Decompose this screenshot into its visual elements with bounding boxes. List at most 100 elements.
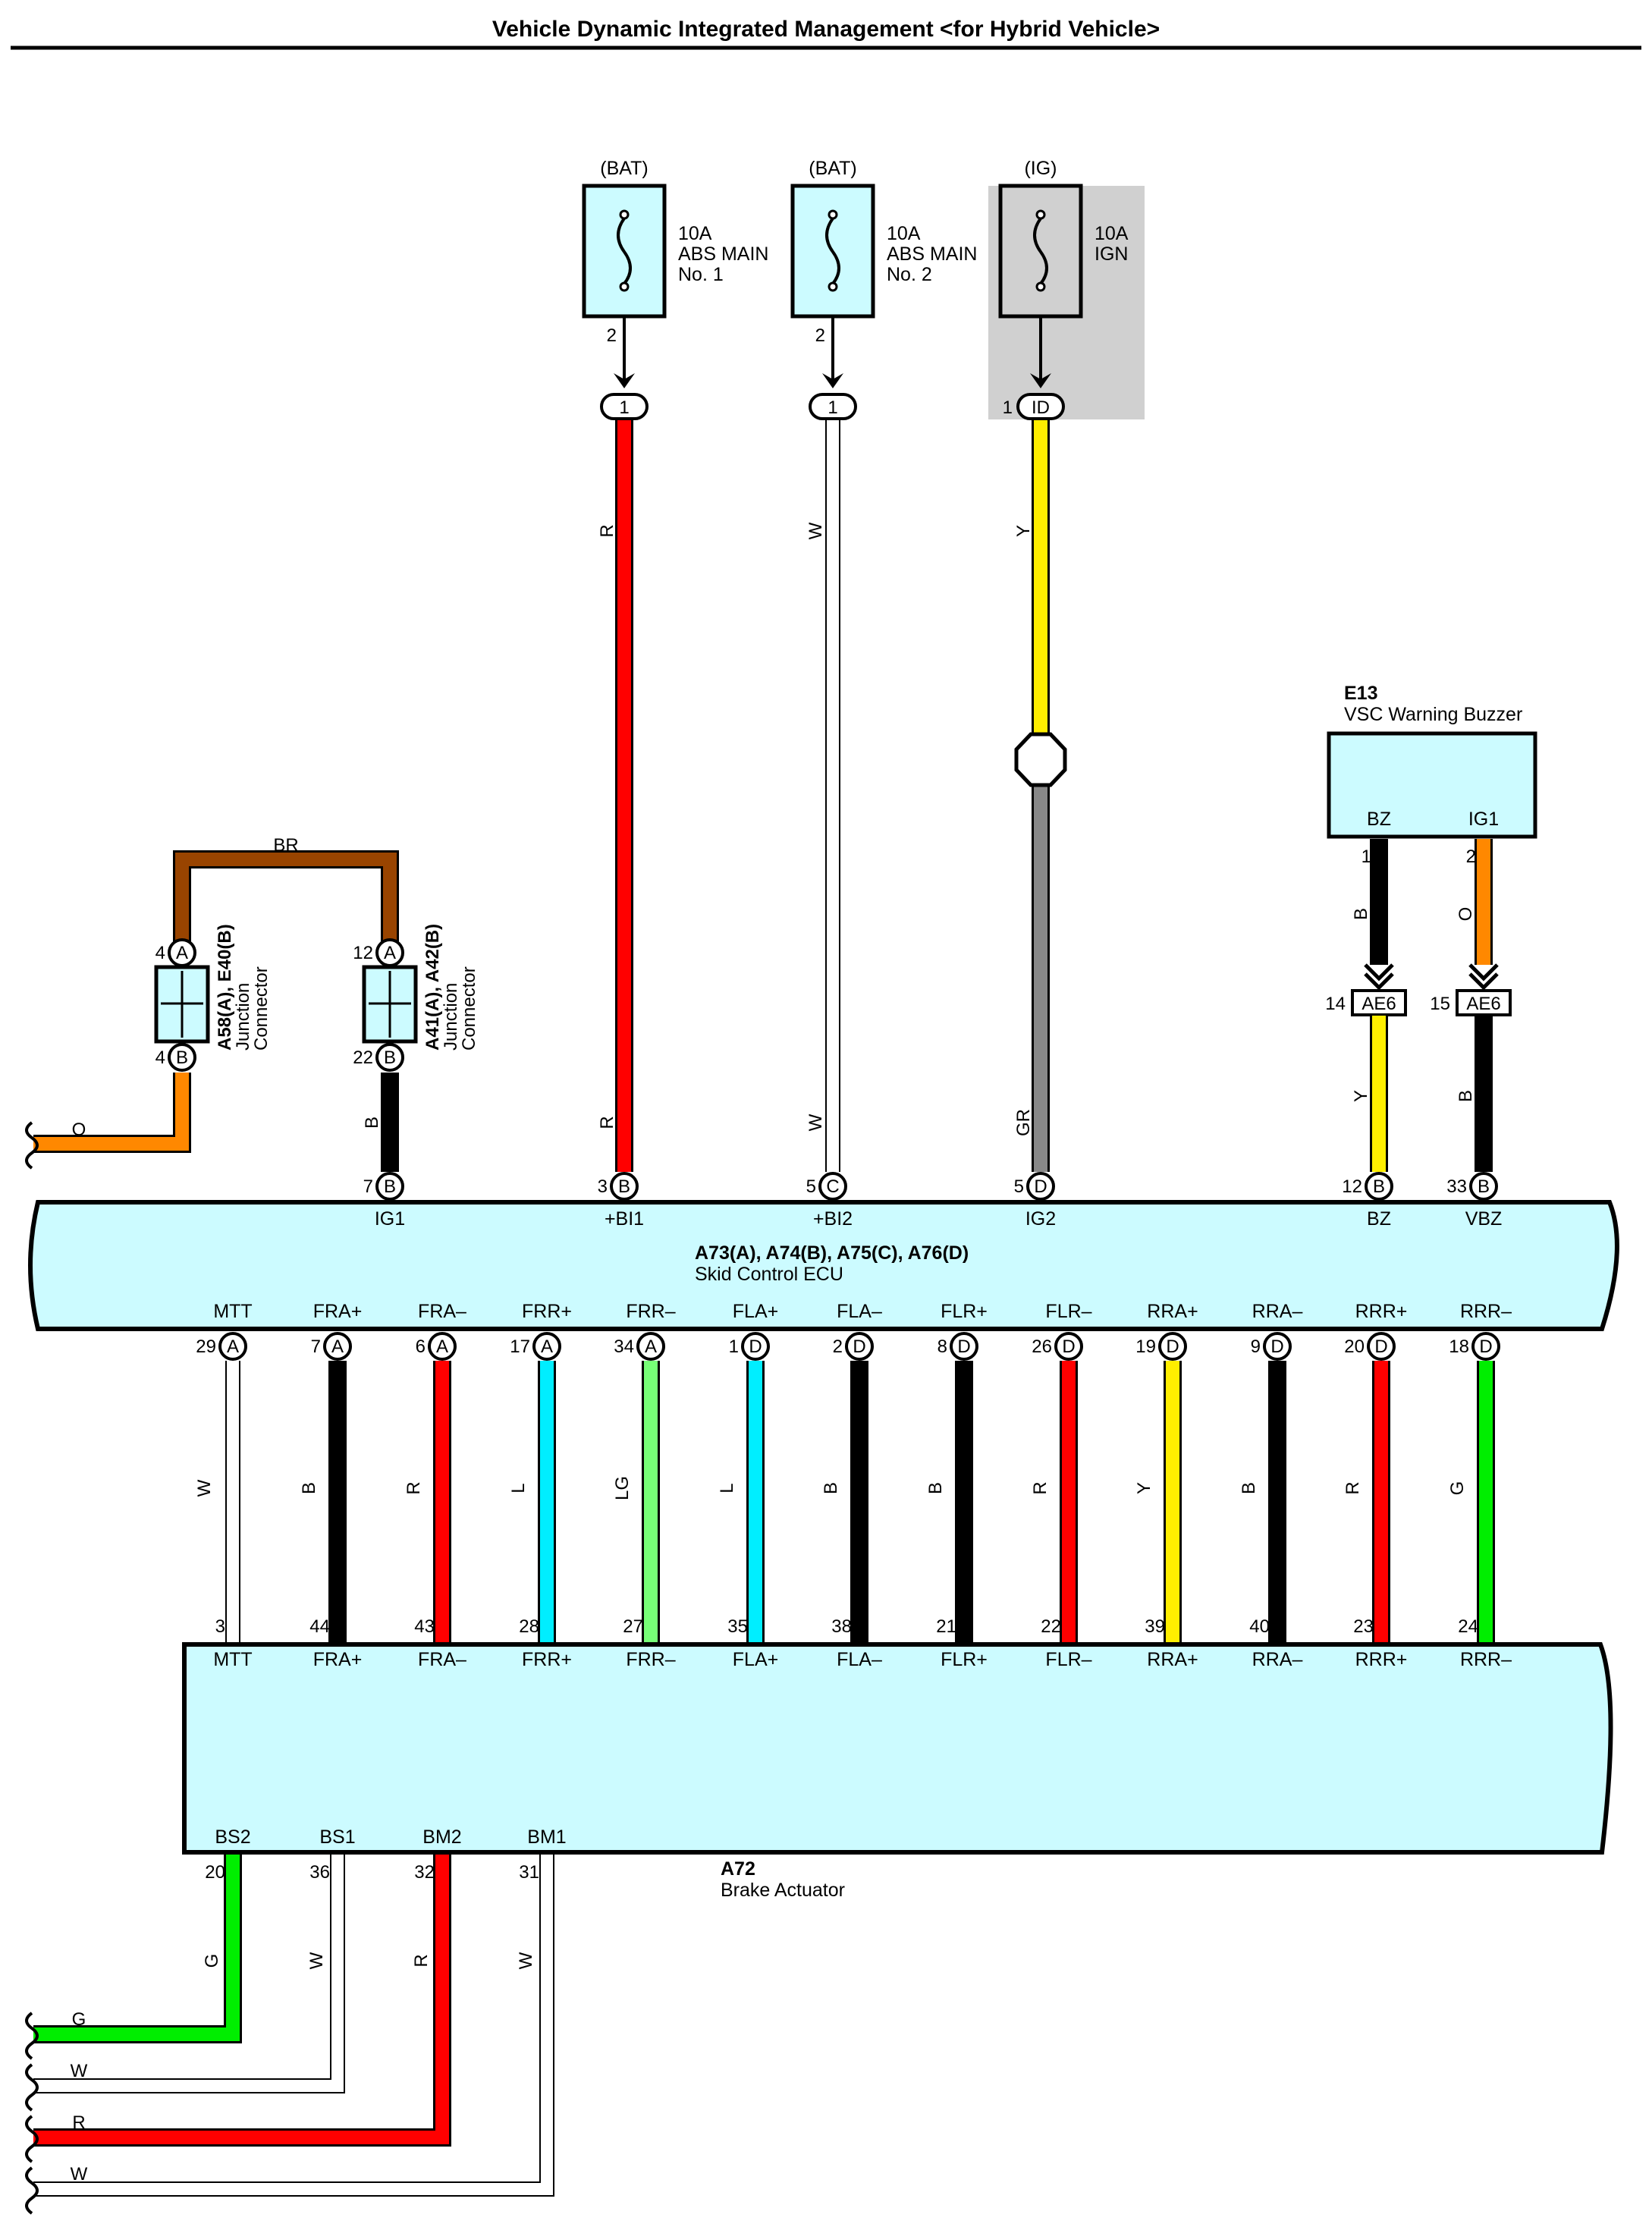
wire-code: B	[1351, 908, 1371, 920]
ecu-bottom-terminal-label: FLA+	[733, 1301, 778, 1322]
actuator-pin-number: 43	[414, 1616, 435, 1637]
actuator-terminal-label: MTT	[213, 1649, 252, 1670]
ecu-bottom-pin-number: 1	[729, 1336, 739, 1357]
ecu-top-pin-letter: D	[1034, 1176, 1047, 1197]
wire-code: B	[1456, 1090, 1476, 1102]
connector-double-arrow-icon	[1364, 963, 1394, 991]
connector-arrow-icon	[822, 373, 843, 388]
actuator-pin-number: 3	[215, 1616, 225, 1637]
ecu-bottom-pin-number: 9	[1251, 1336, 1261, 1357]
ecu-top-pin-number: 5	[806, 1176, 816, 1197]
ecu-bottom-pin-letter: D	[749, 1336, 762, 1357]
ecu-bottom-pin-letter: D	[1270, 1336, 1283, 1357]
ecu-bottom-terminal-label: FRA–	[418, 1301, 466, 1322]
ecu-bottom-pin	[1158, 1332, 1187, 1361]
inline-connector-pin: 1	[1003, 397, 1013, 418]
joint-connector	[1351, 989, 1407, 1016]
ecu-bottom-pin	[1367, 1332, 1396, 1361]
actuator-terminal-label: FRA+	[313, 1649, 363, 1670]
actuator-terminal-label: FRA–	[418, 1649, 466, 1670]
ecu-top-pin-number: 7	[363, 1176, 373, 1197]
ecu-top-pin-letter: B	[618, 1176, 630, 1197]
ecu-bottom-pin-letter: D	[853, 1336, 865, 1357]
fuse-name-2: No. 1	[678, 264, 724, 285]
ecu-bottom-terminal-label: FRR–	[626, 1301, 675, 1322]
junction-pin-number: 4	[155, 943, 165, 963]
ecu-bottom-pin-letter: D	[1166, 1336, 1179, 1357]
ecu-top-terminal-label: IG1	[375, 1208, 405, 1230]
ecu-bottom-pin	[428, 1332, 457, 1361]
ecu-bottom-pin-letter: D	[1479, 1336, 1492, 1357]
buzzer-terminal-label: IG1	[1468, 809, 1499, 830]
junction-name-2: Connector	[251, 966, 272, 1051]
fuse-name-2: No. 2	[887, 264, 932, 285]
ecu-top-terminal-label: IG2	[1025, 1208, 1056, 1230]
joint-connector-label: AE6	[1466, 994, 1500, 1014]
fuse-terminal-bottom	[619, 281, 630, 292]
wire-code: R	[597, 1116, 617, 1129]
connector-arrow-icon	[1030, 373, 1051, 388]
ecu-bottom-pin-number: 18	[1449, 1336, 1469, 1357]
fuse-supply-label: (IG)	[1024, 158, 1057, 179]
ecu-top-terminal-label: +BI2	[813, 1208, 853, 1230]
wire-bs2	[33, 1855, 240, 2041]
ecu-top-pin-number: 3	[598, 1176, 608, 1197]
ecu-top-pin	[1365, 1172, 1393, 1201]
fuse-terminal-bottom	[828, 281, 838, 292]
junction-pin-a-letter: A	[384, 943, 396, 963]
wire-code: B	[821, 1482, 841, 1494]
ecu-bottom-terminal-label: RRR+	[1355, 1301, 1408, 1322]
buzzer-pin-number: 1	[1361, 846, 1371, 867]
actuator-terminal-label: RRR–	[1460, 1649, 1512, 1670]
junction-code: A58(A), E40(B)	[215, 924, 235, 1051]
actuator-terminal-label: FRR–	[626, 1649, 675, 1670]
brake-actuator-body	[182, 1642, 1613, 1855]
ecu-bottom-pin-number: 17	[510, 1336, 530, 1357]
ecu-bottom-terminal-label: FRA+	[313, 1301, 363, 1322]
wire-bm1	[33, 1855, 553, 2195]
ecu-bottom-terminal-label: FRR+	[522, 1301, 572, 1322]
wire-code: W	[806, 522, 826, 539]
actuator-pin-number: 23	[1353, 1616, 1374, 1637]
wire-code: R	[72, 2112, 85, 2133]
fuse-name: IGN	[1095, 243, 1128, 265]
page-title: Vehicle Dynamic Integrated Management <f…	[492, 17, 1160, 42]
ecu-bottom-pin	[845, 1332, 874, 1361]
wire-bs2-outline	[33, 1855, 242, 2043]
junction-pin-b	[375, 1043, 404, 1072]
fuse-supply-label: (BAT)	[809, 158, 856, 179]
ecu-top-pin-letter: B	[1373, 1176, 1385, 1197]
buzzer-pin-number: 2	[1466, 846, 1476, 867]
wire-code: L	[717, 1483, 737, 1493]
wire-bs1-outline	[33, 1855, 345, 2093]
fuse-terminal-top	[619, 209, 630, 220]
fuse-pin-number: 2	[607, 325, 617, 346]
ecu-top-pin-letter: B	[1478, 1176, 1490, 1197]
ecu-bottom-pin-letter: D	[1062, 1336, 1075, 1357]
actuator-sensor-terminal-label: BM2	[422, 1826, 461, 1848]
wire-code: W	[71, 2061, 88, 2081]
ecu-bottom-terminal-label: FLR–	[1045, 1301, 1091, 1322]
ecu-bottom-pin-letter: D	[957, 1336, 970, 1357]
actuator-terminal-label: RRA+	[1147, 1649, 1198, 1670]
wire-code: B	[362, 1117, 382, 1129]
junction-code: A41(A), A42(B)	[422, 924, 443, 1051]
wire-code: L	[508, 1483, 529, 1493]
splice-point-icon	[1014, 732, 1067, 787]
joint-connector	[1456, 989, 1512, 1016]
wire-break-icon	[25, 2063, 39, 2112]
wire-code: W	[71, 2164, 88, 2184]
buzzer-code: E13	[1344, 683, 1377, 704]
actuator-terminal-label: FLA+	[733, 1649, 778, 1670]
ecu-bottom-pin-number: 29	[196, 1336, 216, 1357]
wire-code: Y	[1351, 1090, 1371, 1102]
actuator-code: A72	[721, 1858, 755, 1880]
skid-control-ecu-body	[28, 1200, 1619, 1331]
wire-code: B	[925, 1482, 946, 1494]
wire-code: BR	[273, 835, 298, 856]
wire-code: W	[306, 1952, 327, 1969]
ecu-bottom-pin-number: 20	[1344, 1336, 1365, 1357]
fuse-element-icon	[617, 217, 632, 285]
inline-connector-label: 1	[619, 397, 629, 418]
